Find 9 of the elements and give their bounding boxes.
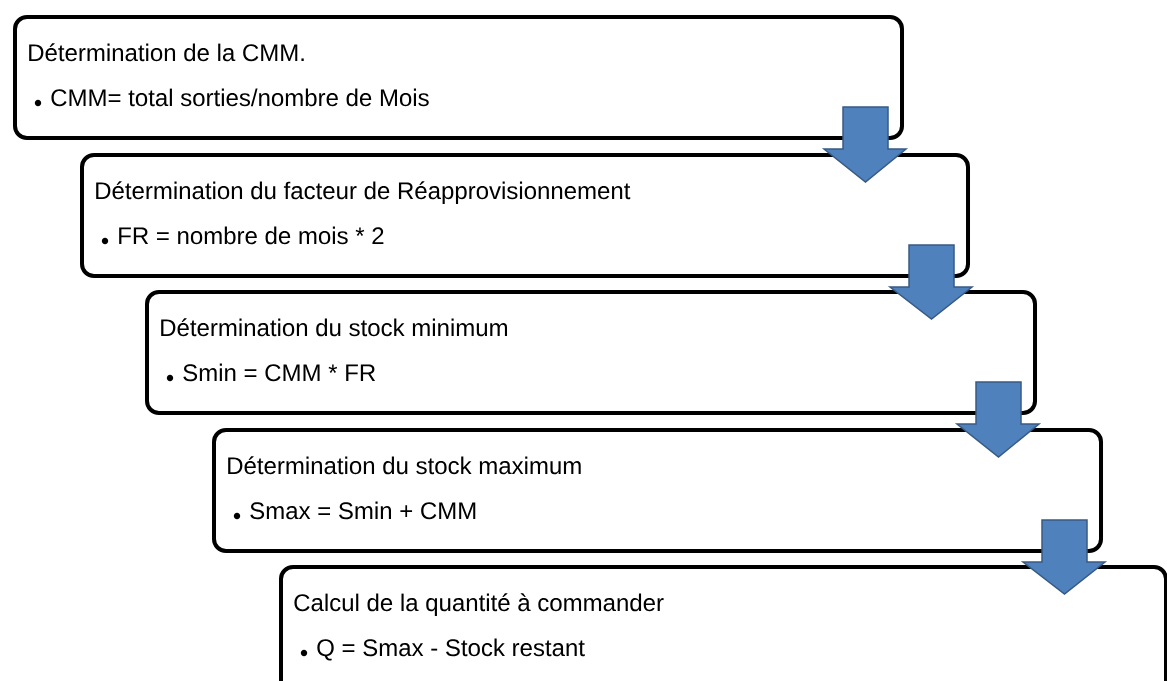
block-arrow (954, 381, 1042, 458)
process-box: Détermination du stock maximum Smax = Smin + CMM (212, 428, 1103, 553)
process-box: Calcul de la quantité à commander Q = Smax - Stock restant (279, 565, 1167, 681)
block-arrow (887, 244, 975, 320)
process-box: Détermination du facteur de Réapprovisionnement FR = nombre de mois * 2 (80, 153, 970, 278)
block-arrow (821, 106, 909, 183)
process-box: Détermination du stock minimum Smin = CMM * FR (145, 290, 1037, 415)
block-arrow (1020, 519, 1108, 595)
process-box: Détermination de la CMM. CMM= total sorties/nombre de Mois (13, 15, 904, 140)
